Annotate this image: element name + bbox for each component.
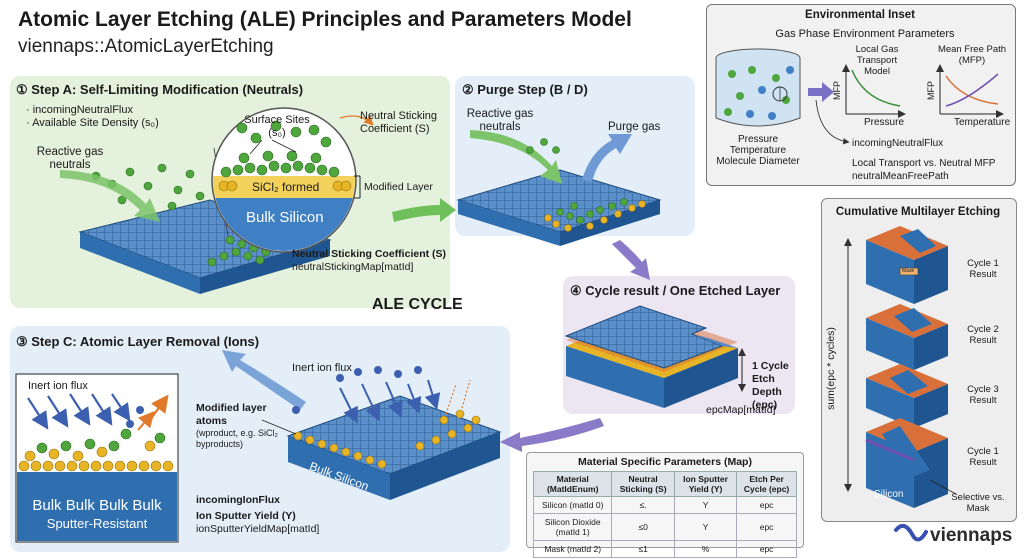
- neutral-sticking-map-code: neutralStickingMap[matId]: [292, 261, 414, 273]
- table-cell: ≤0: [611, 513, 675, 541]
- step-c-inset: [15, 373, 179, 543]
- mfp-axis-1: MFP: [832, 81, 842, 100]
- arrow-c-to-a: [222, 350, 306, 410]
- multilayer-stack: [865, 226, 948, 508]
- sticking-coeff-label: Neutral Sticking Coefficient (S): [360, 110, 438, 135]
- step-a-bottom-label: Neutral Sticking Coefficient (S): [292, 248, 447, 260]
- step-c-title: ③ Step C: Atomic Layer Removal (Ions): [16, 334, 260, 349]
- purge-gas-arrow-blue: [582, 134, 632, 182]
- step-c-ion-flux: Inert ion flux: [292, 362, 352, 374]
- step-a-title: ① Step A: Self-Limiting Modification (Ne…: [16, 82, 304, 97]
- purge-surface-atoms: [544, 198, 646, 232]
- page-subtitle: viennaps::AtomicLayerEtching: [18, 36, 274, 57]
- material-table-card: Material Specific Parameters (Map) Mater…: [526, 452, 804, 558]
- mfp-temperature-plot: [936, 64, 1004, 118]
- col-material: Material (MatIdEnum): [532, 471, 613, 497]
- incoming-ion-flux-label: incomingIonFlux: [196, 494, 280, 506]
- table-cell: epc: [736, 496, 797, 514]
- env-inset-title: Environmental Inset: [805, 9, 915, 21]
- step-a-reactive-gas: Reactive gas neutrals: [36, 146, 104, 171]
- table-row: Silicon (matId 0) ≤. Y epc: [532, 496, 797, 514]
- purge-gas-arrow-green: [470, 130, 562, 184]
- step-a-zoom-atoms: [218, 120, 352, 192]
- arrow-result-to-c: [500, 418, 604, 452]
- table-cell: %: [673, 540, 738, 558]
- transport-vs-label: Local Transport vs. Neutral MFP: [852, 158, 996, 169]
- table-cell: Y: [673, 513, 738, 541]
- mask-tag: Mask: [902, 268, 914, 274]
- table-cell: epc: [736, 540, 797, 558]
- bulk-row-label: Bulk Bulk Bulk Bulk: [32, 497, 162, 514]
- env-flux-param: incomingNeutralFlux: [852, 138, 944, 149]
- ion-yield-label: Ion Sputter Yield (Y): [196, 510, 296, 522]
- mfp-title: Mean Free Path (MFP): [937, 44, 1007, 66]
- multilayer-silicon: Silicon: [874, 489, 904, 500]
- table-cell: epc: [736, 513, 797, 541]
- purge-gas-label: Purge gas: [608, 121, 661, 133]
- cycle-result-4: Cycle 1 Result: [967, 446, 999, 468]
- step-c-wafer: [286, 395, 502, 500]
- surface-sites-label: Surface Sites (s₀): [244, 114, 310, 139]
- modified-layer-label: Modified Layer: [364, 181, 433, 193]
- mfp-axis-2: MFP: [926, 81, 936, 100]
- etch-depth-label: 1 Cycle Etch Depth (epc): [752, 360, 789, 411]
- purge-wafer: [456, 169, 662, 246]
- selective-label: Selective vs. Mask: [951, 492, 1005, 514]
- inset-inert-flux: Inert ion flux: [28, 380, 88, 392]
- table-cell: ≤.: [611, 496, 675, 514]
- cycle-result-title: ④ Cycle result / One Etched Layer: [570, 283, 781, 298]
- epc-map-code: epcMap[matId]: [706, 404, 776, 416]
- arrow-purge-to-result: [612, 240, 650, 280]
- gas-vessel: [715, 48, 801, 127]
- purge-title: ② Purge Step (B / D): [462, 82, 588, 97]
- step-a-param-density: · Available Site Density (s₀): [26, 117, 159, 129]
- step-c-ions: [292, 366, 471, 424]
- ale-cycle-label: ALE CYCLE: [372, 296, 463, 313]
- bulk-silicon-label: Bulk Silicon: [246, 209, 324, 226]
- table-cell: Mask (matId 2): [532, 540, 613, 558]
- vessel-arrow: [808, 82, 834, 102]
- viennaps-logo-icon: [894, 523, 928, 542]
- mfp-pressure-plot: [842, 64, 906, 118]
- viennaps-logo-text: viennaps: [930, 525, 1013, 546]
- temperature-axis-label: Temperature: [954, 117, 1011, 128]
- env-inset-subtitle: Gas Phase Environment Parameters: [775, 28, 955, 40]
- table-row: Silicon Dioxide (matId 1) ≤0 Y epc: [532, 513, 797, 541]
- col-sticking: Neutral Sticking (S): [611, 471, 675, 497]
- table-row: Mask (matId 2) ≤1 % epc: [532, 540, 797, 558]
- modified-atoms-label: Modified layer atoms: [196, 402, 267, 427]
- step-a-gas-arrow: [60, 170, 160, 222]
- vessel-params: Pressure Temperature Molecule Diameter: [716, 134, 800, 167]
- step-a-param-flux: · incomingNeutralFlux: [26, 104, 133, 116]
- table-cell: Silicon (matId 0): [532, 496, 613, 514]
- cycle-result-2: Cycle 2 Result: [967, 324, 999, 346]
- material-table: Material (MatIdEnum) Neutral Sticking (S…: [532, 471, 797, 558]
- table-cell: Y: [673, 496, 738, 514]
- table-cell: Silicon Dioxide (matId 1): [532, 513, 613, 541]
- neutral-mfp-param: neutralMeanFreePath: [852, 171, 949, 182]
- cycle-result-slab: [564, 305, 738, 408]
- multilayer-title: Cumulative Multilayer Etching: [835, 206, 1001, 218]
- cycle-result-1: Cycle 1 Result: [967, 258, 999, 280]
- purge-reactive-gas: Reactive gas neutrals: [466, 108, 534, 133]
- pressure-axis-label: Pressure: [864, 117, 905, 128]
- arrow-a-to-purge: [392, 198, 456, 222]
- material-table-title: Material Specific Parameters (Map): [578, 456, 752, 468]
- col-yield: Ion Sputter Yield (Y): [673, 471, 738, 497]
- col-epc: Etch Per Cycle (epc): [736, 471, 797, 497]
- ion-yield-map-code: ionSputterYieldMap[matId]: [196, 523, 320, 535]
- table-cell: ≤1: [611, 540, 675, 558]
- page-title: Atomic Layer Etching (ALE) Principles an…: [18, 8, 632, 31]
- sputter-resistant-label: Sputter-Resistant: [46, 516, 148, 531]
- modified-atoms-note: (wproduct, e.g. SiCl₂ byproducts): [196, 428, 279, 449]
- cycle-result-3: Cycle 3 Result: [967, 384, 999, 406]
- local-transport-label: Local Gas Transport Model: [855, 44, 899, 77]
- sicl2-label: SiCl₂ formed: [252, 180, 320, 194]
- step-c-surface-atoms: [293, 409, 481, 469]
- sum-epc-label: sum(epc * cycles): [824, 327, 837, 410]
